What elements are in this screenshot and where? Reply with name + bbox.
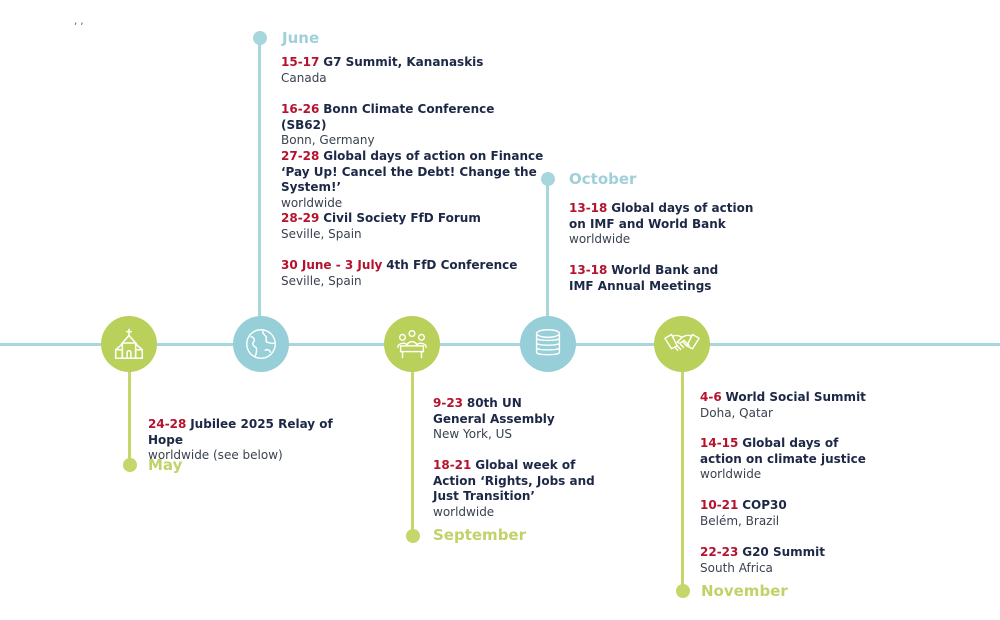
event-title: World Social Summit [725, 390, 866, 404]
handshake-icon [654, 316, 710, 372]
june-connector [258, 38, 261, 320]
may-dot [123, 458, 137, 472]
november-event-3: 10-21 COP30 Belém, Brazil [700, 498, 900, 529]
event-date: 10-21 [700, 498, 739, 512]
event-date: 27-28 [281, 149, 320, 163]
month-november: November [701, 582, 788, 600]
event-date: 28-29 [281, 211, 320, 225]
event-date: 16-26 [281, 102, 320, 116]
event-date: 9-23 [433, 396, 464, 410]
event-date: 30 June - 3 July [281, 258, 383, 272]
event-date: 22-23 [700, 545, 739, 559]
event-location: Bonn, Germany [281, 133, 375, 147]
event-location: Canada [281, 70, 327, 85]
june-event-5: 30 June - 3 July 4th FfD Conference Sevi… [281, 258, 541, 289]
event-location: Doha, Qatar [700, 405, 773, 420]
event-location: New York, US [433, 427, 512, 441]
june-event-3: 27-28 Global days of action on Finance ‘… [281, 149, 546, 211]
event-date: 13-18 [569, 201, 608, 215]
event-date: 15-17 [281, 55, 320, 69]
month-june: June [282, 29, 320, 47]
november-event-1: 4-6 World Social Summit Doha, Qatar [700, 390, 900, 421]
event-date: 14-15 [700, 436, 739, 450]
event-location: worldwide [700, 467, 762, 481]
event-title: Bonn Climate Conference (SB62) [281, 102, 495, 132]
month-september: September [433, 526, 526, 544]
october-connector [546, 178, 549, 320]
event-title: Global days of action on climate justice [700, 436, 866, 466]
november-connector [681, 368, 684, 591]
november-event-2: 14-15 Global days of action on climate j… [700, 436, 870, 483]
event-location: Seville, Spain [281, 273, 362, 288]
timeline-axis [0, 343, 1000, 346]
event-location: Belém, Brazil [700, 513, 780, 528]
may-event-1: 24-28 Jubilee 2025 Relay of Hope worldwi… [148, 417, 368, 464]
june-dot [253, 31, 267, 45]
may-connector [128, 368, 131, 465]
top-mark: , , [74, 16, 84, 27]
event-location: South Africa [700, 560, 773, 575]
november-event-4: 22-23 G20 Summit South Africa [700, 545, 900, 576]
people-meeting-icon [384, 316, 440, 372]
september-connector [411, 368, 414, 536]
event-date: 13-18 [569, 263, 608, 277]
september-dot [406, 529, 420, 543]
event-location: worldwide [281, 195, 343, 210]
church-icon [101, 316, 157, 372]
event-location: worldwide [433, 504, 495, 519]
event-date: 18-21 [433, 458, 472, 472]
event-title: World Bank and IMF Annual Meetings [569, 263, 719, 293]
event-title: Global days of action on IMF and World B… [569, 201, 754, 231]
october-dot [541, 172, 555, 186]
june-event-2: 16-26 Bonn Climate Conference (SB62) Bon… [281, 102, 541, 149]
june-event-4: 28-29 Civil Society FfD Forum Seville, S… [281, 211, 531, 242]
september-event-2: 18-21 Global week of Action ‘Rights, Job… [433, 458, 608, 520]
event-location: worldwide [569, 232, 631, 246]
event-date: 4-6 [700, 390, 722, 404]
event-title: G7 Summit, Kananaskis [323, 55, 484, 69]
event-location: Seville, Spain [281, 226, 362, 241]
coins-icon [520, 316, 576, 372]
event-title: Jubilee 2025 Relay of Hope [148, 417, 333, 447]
globe-icon [233, 316, 289, 372]
event-title: Global week of Action ‘Rights, Jobs and … [433, 458, 595, 503]
june-event-1: 15-17 G7 Summit, Kananaskis Canada [281, 55, 531, 86]
event-title: G20 Summit [742, 545, 825, 559]
october-event-1: 13-18 Global days of action on IMF and W… [569, 201, 754, 248]
event-location: worldwide (see below) [148, 448, 283, 462]
event-title: 80th UN General Assembly [433, 396, 555, 426]
september-event-1: 9-23 80th UN General Assembly New York, … [433, 396, 573, 443]
event-title: Civil Society FfD Forum [323, 211, 481, 225]
event-title: COP30 [742, 498, 787, 512]
november-dot [676, 584, 690, 598]
event-title: 4th FfD Conference [386, 258, 518, 272]
event-date: 24-28 [148, 417, 187, 431]
october-event-2: 13-18 World Bank and IMF Annual Meetings [569, 263, 744, 294]
month-may: May [148, 456, 183, 474]
event-title: Global days of action on Finance ‘Pay Up… [281, 149, 544, 194]
month-october: October [569, 170, 637, 188]
